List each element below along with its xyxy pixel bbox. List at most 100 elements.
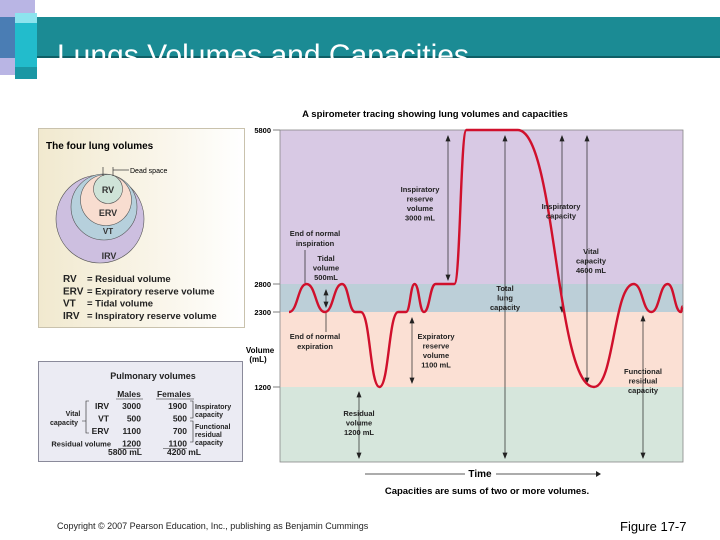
annotation-tlc: capacity bbox=[490, 303, 521, 312]
legend-abbr: ERV bbox=[63, 286, 84, 297]
arrowhead bbox=[445, 135, 451, 142]
arrowhead bbox=[356, 391, 362, 398]
cell-females: 1900 bbox=[168, 401, 187, 411]
y-axis-label: (mL) bbox=[249, 355, 267, 364]
four-lung-volumes-panel: The four lung volumes Dead space RV ERV … bbox=[38, 128, 245, 328]
y-tick-label: 5800 bbox=[254, 126, 271, 135]
total-males: 5800 mL bbox=[108, 447, 142, 457]
dead-space-label: Dead space bbox=[130, 168, 167, 175]
y-tick-label: 2800 bbox=[254, 280, 271, 289]
annotation-irv: volume bbox=[407, 204, 433, 213]
copyright: Copyright © 2007 Pearson Education, Inc.… bbox=[57, 521, 369, 531]
annotation-tlc: Total bbox=[496, 284, 513, 293]
arrowhead bbox=[356, 452, 362, 459]
cell-males: 1200 bbox=[122, 439, 141, 449]
annotation-vc: Vital bbox=[583, 247, 599, 256]
legend-abbr: IRV bbox=[63, 311, 80, 322]
annotation-irv: 3000 mL bbox=[405, 214, 435, 223]
panel-title: The four lung volumes bbox=[46, 141, 154, 152]
volume-band bbox=[280, 387, 683, 462]
annotation-tidal: volume bbox=[313, 264, 339, 273]
y-tick-label: 2300 bbox=[254, 308, 271, 317]
annotation-frc: capacity bbox=[628, 386, 659, 395]
annotation-vc: 4600 mL bbox=[576, 266, 606, 275]
annotation-irv: Inspiratory bbox=[401, 185, 441, 194]
title-band bbox=[0, 17, 720, 58]
pulmonary-volumes-table: Pulmonary volumes Males Females IRV 3000 1… bbox=[50, 371, 231, 457]
ic-label: capacity bbox=[195, 412, 223, 419]
arrowhead bbox=[502, 452, 508, 459]
annotation-irv: reserve bbox=[407, 195, 434, 204]
volume-band bbox=[280, 130, 683, 284]
vt-label: VT bbox=[103, 227, 113, 236]
title-bar-accent bbox=[15, 13, 37, 79]
legend-abbr: VT bbox=[63, 299, 76, 310]
chart-title: A spirometer tracing showing lung volume… bbox=[302, 109, 568, 120]
annotation-ic: Inspiratory bbox=[542, 202, 582, 211]
annotation-rv: 1200 mL bbox=[344, 428, 374, 437]
row-label: IRV bbox=[95, 401, 109, 411]
arrowhead bbox=[323, 301, 329, 308]
header-females: Females bbox=[157, 389, 191, 399]
annotation-end_exp: End of normal bbox=[290, 332, 340, 341]
legend-text: = Expiratory reserve volume bbox=[87, 286, 215, 297]
erv-label: ERV bbox=[99, 208, 117, 218]
circle-rv bbox=[93, 174, 123, 204]
annotation-erv: 1100 mL bbox=[421, 361, 451, 370]
frc-label: Functional bbox=[195, 424, 230, 431]
total-females: 4200 mL bbox=[167, 447, 201, 457]
cell-males: 1100 bbox=[123, 426, 142, 436]
ic-label: Inspiratory bbox=[195, 404, 231, 411]
arrowhead bbox=[445, 274, 451, 281]
annotation-tidal: Tidal bbox=[317, 254, 334, 263]
legend-abbr: RV bbox=[63, 274, 77, 285]
arrowhead bbox=[323, 289, 329, 296]
vital-capacity-label: capacity bbox=[50, 420, 78, 427]
annotation-tidal: 500mL bbox=[314, 273, 338, 282]
annotation-ic: capacity bbox=[546, 212, 577, 221]
pulmonary-volumes-panel: Pulmonary volumes Males Females IRV 3000 1… bbox=[38, 361, 243, 462]
annotation-rv: volume bbox=[346, 419, 372, 428]
cell-males: 3000 bbox=[122, 401, 141, 411]
legend-text: = Tidal volume bbox=[87, 299, 153, 310]
annotation-rv: Residual bbox=[343, 409, 374, 418]
cell-females: 700 bbox=[173, 426, 187, 436]
row-label: Residual volume bbox=[51, 440, 111, 449]
annotation-end_insp: End of normal bbox=[290, 229, 340, 238]
arrowhead bbox=[584, 135, 590, 142]
chart-caption: Capacities are sums of two or more volum… bbox=[385, 486, 589, 497]
arrowhead bbox=[640, 315, 646, 322]
row-label: VT bbox=[98, 414, 110, 424]
y-axis-label: Volume bbox=[246, 346, 275, 355]
legend-text: = Inspiratory reserve volume bbox=[87, 311, 217, 322]
volume-band bbox=[280, 312, 683, 387]
annotation-erv: volume bbox=[423, 351, 449, 360]
annotation-erv: Expiratory bbox=[417, 332, 455, 341]
annotation-tlc: lung bbox=[497, 294, 513, 303]
header-males: Males bbox=[117, 389, 141, 399]
rv-label: RV bbox=[102, 185, 114, 195]
irv-label: IRV bbox=[102, 251, 117, 261]
cell-males: 500 bbox=[127, 414, 141, 424]
x-axis-label: Time bbox=[468, 469, 492, 480]
frc-label: residual bbox=[195, 432, 222, 439]
cell-females: 1100 bbox=[169, 439, 188, 449]
y-tick-label: 1200 bbox=[254, 383, 271, 392]
annotation-frc: Functional bbox=[624, 367, 662, 376]
annotation-vc: capacity bbox=[576, 257, 607, 266]
table-title: Pulmonary volumes bbox=[110, 371, 196, 381]
arrowhead bbox=[640, 452, 646, 459]
spirometer-trace-line bbox=[288, 128, 684, 389]
row-label: ERV bbox=[92, 426, 110, 436]
figure-number: Figure 17-7 bbox=[620, 519, 687, 534]
arrowhead bbox=[409, 377, 415, 384]
annotation-end_insp: inspiration bbox=[296, 239, 335, 248]
arrowhead bbox=[559, 135, 565, 142]
annotation-erv: reserve bbox=[423, 342, 450, 351]
four-lung-volumes-diagram: The four lung volumes Dead space RV ERV … bbox=[46, 141, 217, 322]
slide-title: Lungs Volumes and Capacities bbox=[57, 39, 469, 58]
arrowhead bbox=[584, 377, 590, 384]
annotation-end_exp: expiration bbox=[297, 342, 333, 351]
vital-capacity-label: Vital bbox=[66, 411, 81, 418]
